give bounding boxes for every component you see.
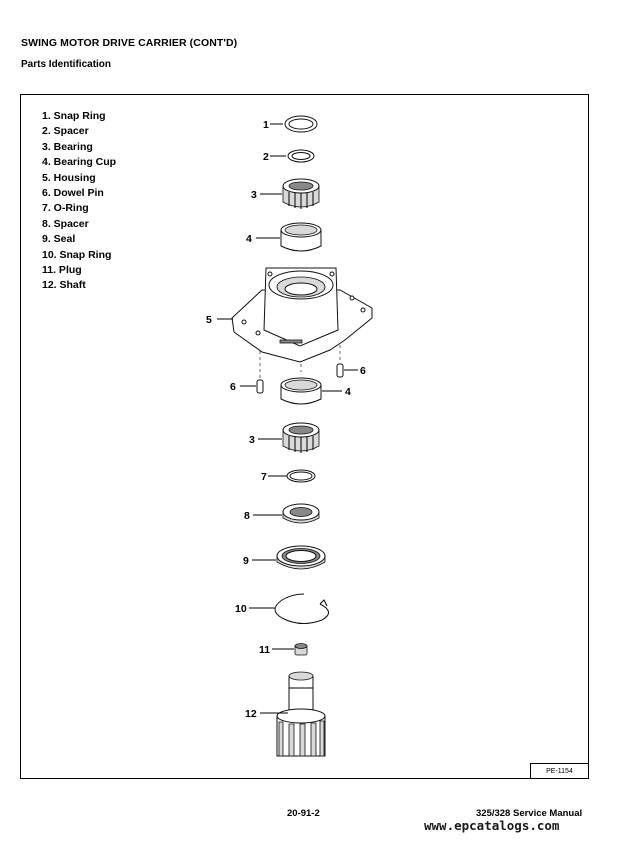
callout-12: 12 <box>245 708 257 720</box>
callout-5: 5 <box>206 314 212 326</box>
callout-6-right: 6 <box>360 365 366 377</box>
parts-list-item: 3. Bearing <box>42 140 93 153</box>
callout-9: 9 <box>243 555 249 567</box>
bearing-part <box>282 178 320 209</box>
parts-list-item: 2. Spacer <box>42 125 89 138</box>
callout-6-left: 6 <box>230 381 236 393</box>
callout-10: 10 <box>235 603 247 615</box>
callout-3-upper: 3 <box>251 189 257 201</box>
snap-ring-part <box>284 115 318 133</box>
section-title: SWING MOTOR DRIVE CARRIER (CONT'D) <box>21 37 238 49</box>
dowel-pin-part <box>256 379 264 394</box>
manual-title: 325/328 Service Manual <box>476 808 583 819</box>
parts-list-item: 12. Shaft <box>42 279 86 292</box>
parts-list-item: 6. Dowel Pin <box>42 186 104 199</box>
o-ring-part <box>286 469 316 483</box>
shaft-part <box>276 671 326 757</box>
spacer-part <box>282 503 320 524</box>
bearing-part <box>282 422 320 453</box>
spacer-part <box>287 149 315 163</box>
figure-reference-box: PE-1154 <box>530 763 588 779</box>
watermark-text: www.epcatalogs.com <box>424 818 560 833</box>
callout-1: 1 <box>263 119 269 131</box>
callout-3-lower: 3 <box>249 434 255 446</box>
callout-4-upper: 4 <box>246 233 252 245</box>
parts-list: 1. Snap Ring 2. Spacer 3. Bearing 4. Bea… <box>42 109 116 294</box>
callout-8: 8 <box>244 510 250 522</box>
parts-list-item: 7. O-Ring <box>42 202 89 215</box>
parts-identification-subtitle: Parts Identification <box>21 59 112 70</box>
callout-7: 7 <box>261 471 267 483</box>
callout-4-lower: 4 <box>345 386 351 398</box>
parts-list-item: 11. Plug <box>42 263 82 276</box>
parts-list-item: 9. Seal <box>42 233 76 246</box>
parts-list-item: 10. Snap Ring <box>42 248 112 261</box>
snap-ring-part <box>274 593 329 624</box>
parts-list-item: 5. Housing <box>42 171 96 184</box>
bearing-cup-part <box>280 377 322 405</box>
housing-part <box>231 267 373 363</box>
callout-2: 2 <box>263 151 269 163</box>
page-number: 20-91-2 <box>287 808 320 819</box>
figure-frame <box>20 94 589 779</box>
plug-part <box>294 643 308 656</box>
seal-part <box>276 545 326 570</box>
parts-list-item: 4. Bearing Cup <box>42 156 117 169</box>
parts-list-item: 1. Snap Ring <box>42 110 106 122</box>
parts-list-item: 8. Spacer <box>42 217 89 230</box>
bearing-cup-part <box>280 222 322 252</box>
callout-11: 11 <box>259 644 270 656</box>
figure-reference-label: PE-1154 <box>546 768 573 775</box>
dowel-pin-part <box>336 363 344 378</box>
